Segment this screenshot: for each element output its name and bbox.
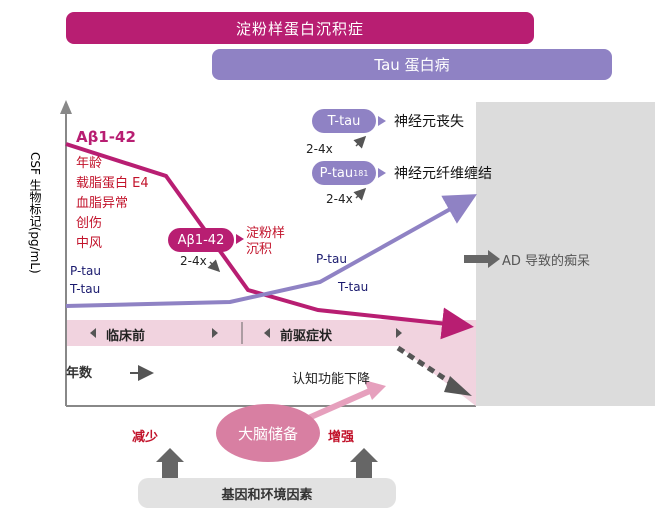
tau-curve (65, 194, 477, 308)
risk-factor: 载脂蛋白 E4 (76, 176, 149, 191)
risk-factor: 中风 (76, 236, 103, 251)
ad-dementia-label: AD 导致的痴呆 (502, 254, 591, 269)
years-label: 年数 (66, 366, 93, 381)
stage-band (66, 320, 476, 346)
decrease-label: 减少 (132, 430, 159, 445)
ptau-fold-arrow (353, 187, 367, 201)
abeta-pill: Aβ1-42 (168, 228, 234, 252)
neurofibrillary-tangles-label: 神经元纤维缠结 (394, 166, 492, 182)
ptau-fold-label: 2-4x (326, 192, 353, 206)
ttau-pill-arrow-icon (378, 116, 386, 126)
ttau-fold-arrow (353, 135, 367, 149)
preclinical-right-arrow-icon (212, 328, 218, 338)
decrease-up-arrow-icon (156, 448, 184, 478)
abeta-pill-arrow-icon (236, 234, 244, 244)
genes-environment-label: 基因和环境因素 (221, 487, 313, 503)
preclinical-left-arrow-icon (90, 328, 96, 338)
ptau181-pill-main: P-tau (319, 165, 354, 181)
ad-dementia-zone (476, 102, 655, 406)
stage-preclinical-label: 临床前 (106, 329, 146, 344)
risk-factor: 血脂异常 (76, 196, 129, 211)
decline-arrow-head-icon (444, 376, 472, 396)
abeta-fold-label: 2-4x (180, 254, 207, 268)
brain-reserve-ellipse: 大脑储备 (216, 404, 320, 462)
cognitive-decline-label: 认知功能下降 (292, 372, 371, 387)
tau-banner: Tau 蛋白病 (212, 49, 612, 80)
abeta-curve (65, 142, 474, 340)
amyloid-banner: 淀粉样蛋白沉积症 (66, 12, 534, 44)
increase-label: 增强 (328, 430, 355, 445)
mid-ptau-label: P-tau (316, 252, 347, 266)
mid-ttau-label: T-tau (338, 280, 369, 294)
stage-prodromal-label: 前驱症状 (280, 329, 333, 344)
left-ptau-label: P-tau (70, 264, 101, 278)
y-axis-arrow-icon (60, 100, 72, 114)
risk-factor: 年龄 (76, 156, 103, 171)
ptau-pill-arrow-icon (378, 168, 386, 178)
reserve-arrow-head-icon (364, 380, 386, 400)
brain-reserve-label: 大脑储备 (237, 424, 298, 443)
ptau181-pill-sub: 181 (353, 168, 369, 178)
ttau-pill: T-tau (312, 109, 376, 133)
abeta-fold-arrow (207, 259, 221, 273)
risk-factor: 创伤 (76, 216, 103, 231)
y-axis-label: CSF 生物标记(pg/mL) (28, 152, 42, 274)
genes-environment-box: 基因和环境因素 (138, 478, 396, 508)
risk-factor-list: 年龄 载脂蛋白 E4 血脂异常 创伤 中风 (76, 154, 149, 254)
prodromal-left-arrow-icon (264, 328, 270, 338)
amyloid-deposit-label: 淀粉样沉积 (246, 226, 286, 257)
prodromal-right-arrow-icon (396, 328, 402, 338)
neuron-loss-label: 神经元丧失 (394, 114, 464, 130)
reserve-arrow (302, 387, 374, 423)
abeta-title: Aβ1-42 (76, 128, 136, 146)
ad-arrow-icon (464, 250, 500, 268)
left-ttau-label: T-tau (70, 282, 101, 296)
ttau-fold-label: 2-4x (306, 142, 333, 156)
increase-up-arrow-icon (350, 448, 378, 478)
